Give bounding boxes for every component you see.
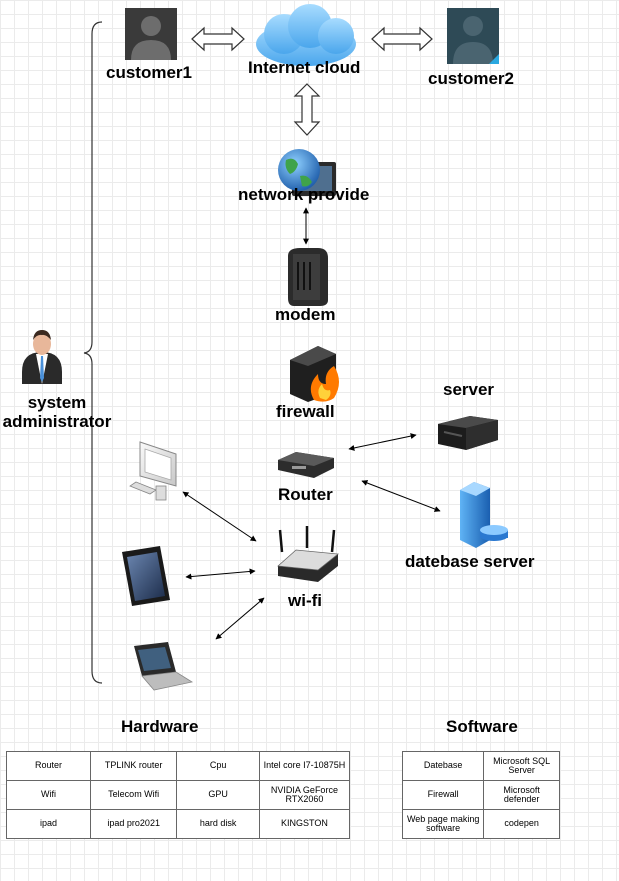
arrow-router-server: [348, 433, 417, 451]
modem-icon: [288, 248, 328, 306]
system-admin-label-line2: administrator: [2, 411, 112, 431]
customer2-avatar-icon: [447, 8, 499, 64]
table-cell: Intel core I7-10875H: [258, 751, 351, 781]
table-cell: hard disk: [176, 809, 260, 839]
table-row: Web page making software codepen: [401, 809, 560, 839]
double-arrow-cloud-customer2: [371, 26, 433, 52]
table-cell: TPLINK router: [90, 751, 178, 781]
table-cell: Web page making software: [401, 809, 485, 839]
software-table: Datebase Microsoft SQL Server Firewall M…: [401, 751, 560, 839]
table-cell: Microsoft SQL Server: [483, 751, 560, 781]
tablet-icon: [122, 546, 170, 606]
table-cell: ipad pro2021: [90, 809, 178, 839]
customer1-avatar-icon: [125, 8, 177, 60]
network-provider-icon: [278, 149, 336, 196]
software-title: Software: [446, 717, 518, 736]
system-admin-label-line1: system: [27, 393, 87, 412]
hardware-title: Hardware: [121, 717, 199, 736]
table-cell: Wifi: [5, 780, 92, 810]
arrow-laptop-wifi: [215, 597, 265, 640]
system-admin-label: system administrator: [0, 393, 114, 431]
server-icon: [438, 416, 498, 450]
table-row: Wifi Telecom Wifi GPU NVIDIA GeForce RTX…: [5, 780, 351, 810]
wifi-label: wi-fi: [288, 591, 322, 610]
table-cell: Cpu: [176, 751, 260, 781]
hardware-table: Router TPLINK router Cpu Intel core I7-1…: [5, 751, 351, 839]
database-server-icon: [460, 482, 508, 548]
table-cell: GPU: [176, 780, 260, 810]
double-arrow-customer1-cloud: [191, 26, 245, 52]
table-cell: Microsoft defender: [483, 780, 560, 810]
table-cell: Router: [5, 751, 92, 781]
admin-brace: [83, 21, 103, 684]
table-cell: NVIDIA GeForce RTX2060: [258, 780, 351, 810]
arrow-router-database: [361, 480, 441, 512]
table-cell: Datebase: [401, 751, 485, 781]
table-row: Datebase Microsoft SQL Server: [401, 751, 560, 781]
database-server-label: datebase server: [405, 552, 535, 571]
firewall-label: firewall: [276, 402, 335, 421]
table-cell: KINGSTON: [258, 809, 351, 839]
laptop-icon: [134, 642, 194, 691]
customer1-label: customer1: [106, 63, 192, 82]
system-administrator-icon: [22, 330, 62, 384]
table-cell: ipad: [5, 809, 92, 839]
wifi-router-icon: [277, 526, 340, 582]
arrow-desktop-wifi: [182, 491, 257, 542]
modem-label: modem: [275, 305, 336, 324]
arrow-tablet-wifi: [185, 568, 256, 580]
customer2-label: customer2: [428, 69, 514, 88]
router-label: Router: [278, 485, 333, 504]
table-row: Router TPLINK router Cpu Intel core I7-1…: [5, 751, 351, 781]
table-cell: Telecom Wifi: [90, 780, 178, 810]
router-icon: [278, 452, 334, 478]
table-row: Firewall Microsoft defender: [401, 780, 560, 810]
internet-cloud-label: Internet cloud: [248, 58, 361, 77]
firewall-icon: [290, 346, 339, 402]
network-provider-label: network provide: [238, 185, 370, 204]
table-cell: Firewall: [401, 780, 485, 810]
table-cell: codepen: [483, 809, 560, 839]
desktop-computer-icon: [129, 441, 177, 501]
table-row: ipad ipad pro2021 hard disk KINGSTON: [5, 809, 351, 839]
server-label: server: [443, 380, 495, 399]
double-arrow-cloud-network: [293, 83, 321, 136]
cloud-icon: [256, 4, 356, 66]
